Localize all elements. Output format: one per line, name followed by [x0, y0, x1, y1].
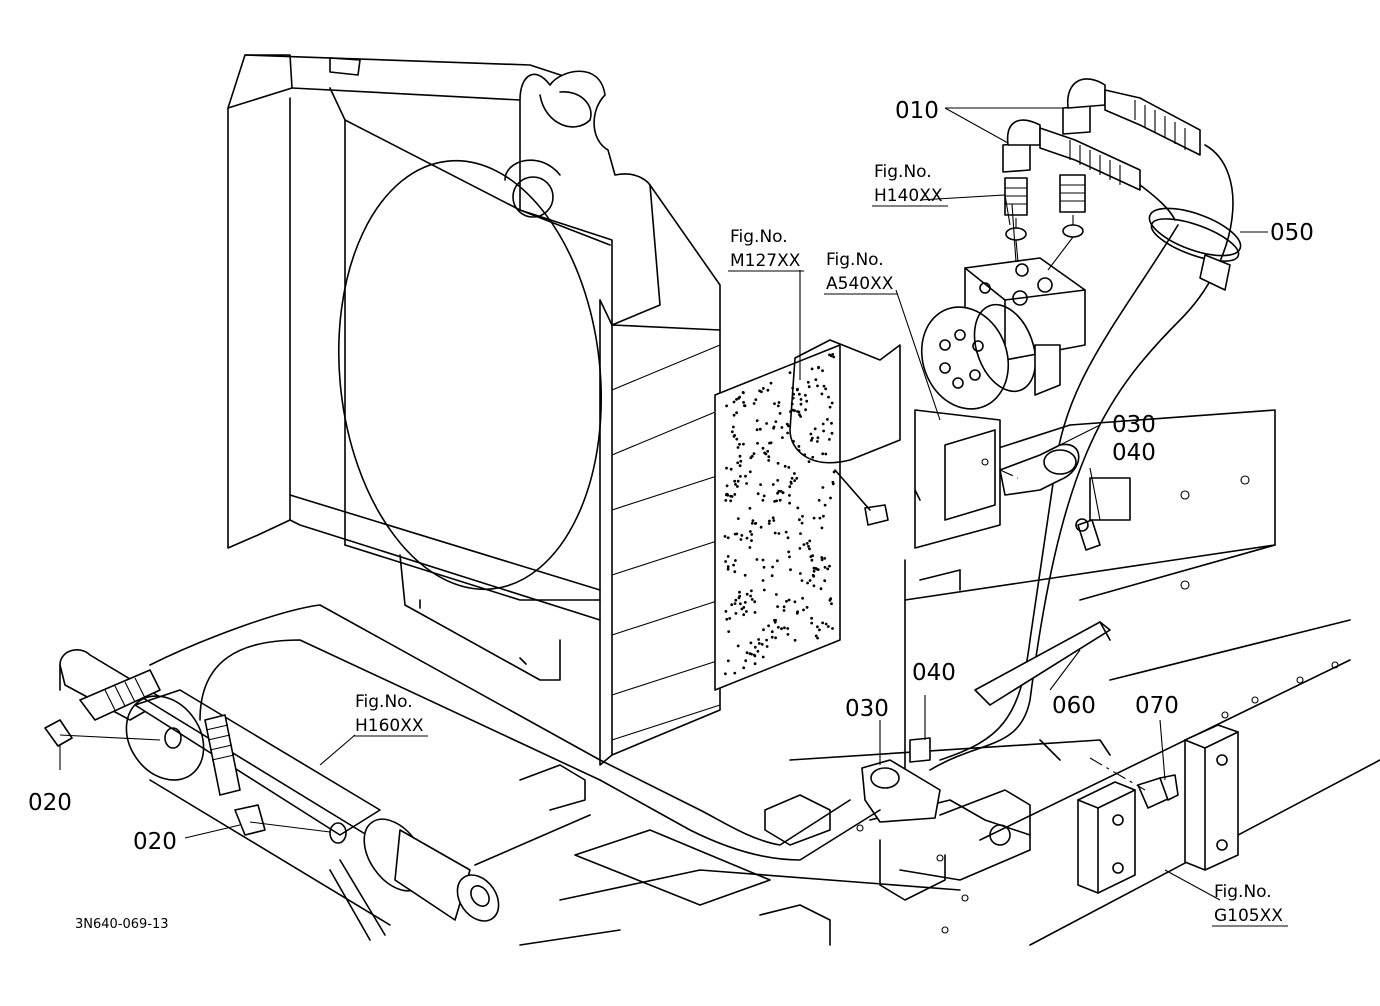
part-label-040-upper: 040	[1112, 440, 1156, 466]
fig-ref-g105-code: G105XX	[1214, 906, 1283, 926]
part-number-labels: 010 050 030 040 040 030 060 070 020 020	[28, 98, 1314, 855]
drawing-code: 3N640-069-13	[75, 917, 169, 932]
chassis-frame	[474, 409, 1380, 946]
part-label-030-lower: 030	[845, 696, 889, 722]
fig-ref-m127-label: Fig.No.	[730, 227, 788, 247]
fig-ref-h140-label: Fig.No.	[874, 162, 932, 182]
part-label-030-upper: 030	[1112, 412, 1156, 438]
fig-ref-m127-code: M127XX	[730, 251, 801, 271]
oil-cooler	[714, 339, 901, 691]
part-label-050: 050	[1270, 220, 1314, 246]
figure-references: Fig.No. H140XX Fig.No. M127XX Fig.No. A5…	[353, 162, 1288, 927]
radiator-shroud	[227, 54, 721, 766]
fig-ref-h160-code: H160XX	[355, 716, 424, 736]
part-label-010: 010	[895, 98, 939, 124]
part-label-070: 070	[1135, 693, 1179, 719]
fig-ref-h160-label: Fig.No.	[355, 692, 413, 712]
leader-lines	[59, 107, 1268, 901]
steering-unit	[914, 78, 1106, 549]
fig-ref-a540-label: Fig.No.	[826, 250, 884, 270]
fig-ref-g105-label: Fig.No.	[1214, 882, 1272, 902]
steering-cylinder	[44, 604, 881, 941]
fig-ref-h140-code: H140XX	[874, 186, 943, 206]
part-label-020-left: 020	[28, 790, 72, 816]
part-label-060: 060	[1052, 693, 1096, 719]
fig-ref-a540-code: A540XX	[826, 274, 894, 294]
part-label-040-lower: 040	[912, 660, 956, 686]
clamps	[834, 443, 1179, 823]
part-label-020-center: 020	[133, 829, 177, 855]
